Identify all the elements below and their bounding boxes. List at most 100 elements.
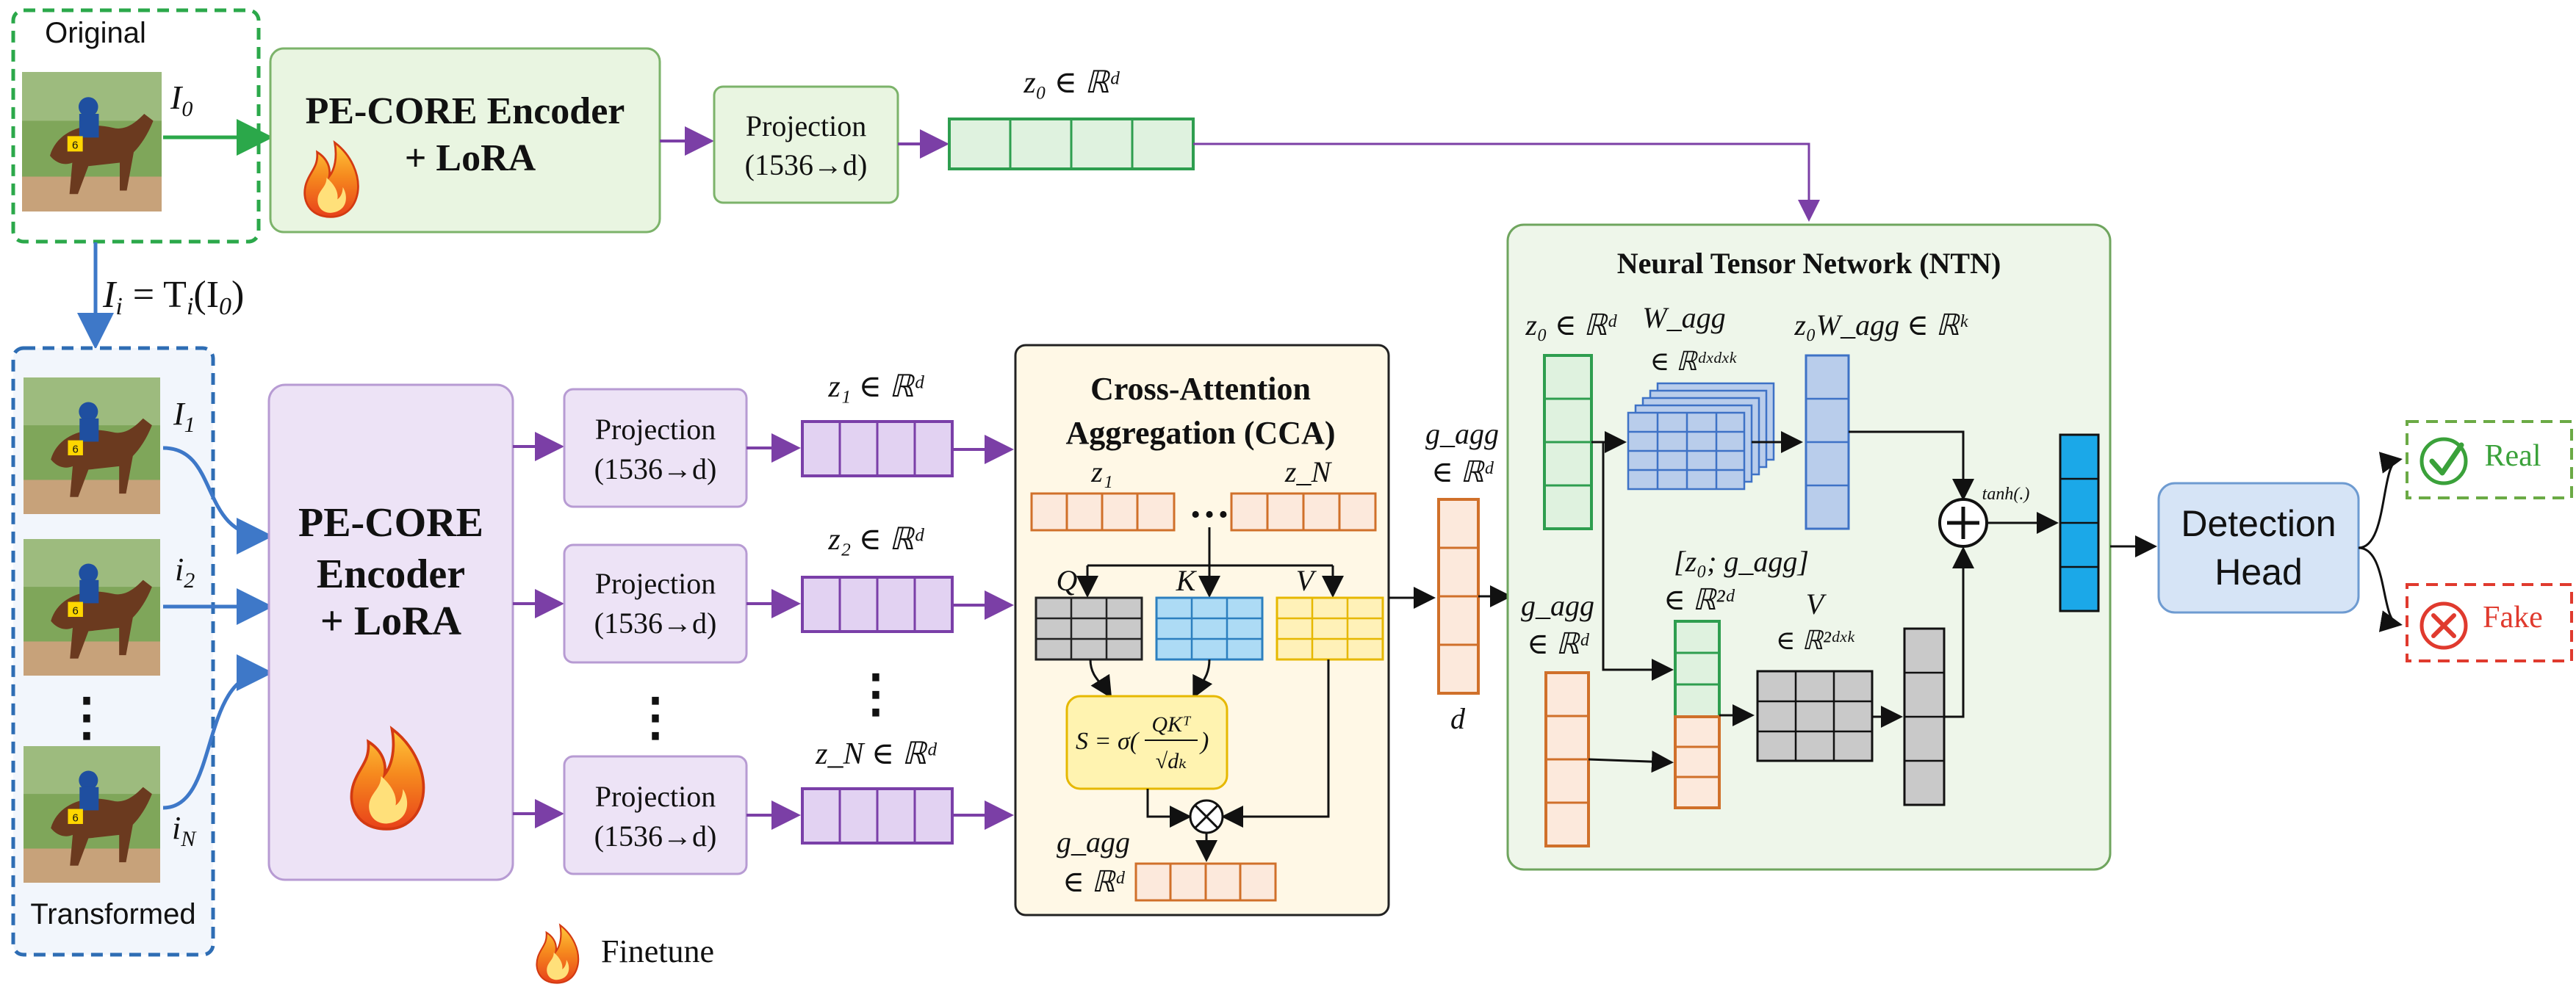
ntn-v-label: V xyxy=(1806,588,1827,621)
ntn-gagg-set: ∈ ℝᵈ xyxy=(1527,627,1589,660)
ntn-gagg-vector xyxy=(1544,671,1590,847)
main-encoder-line1: PE-CORE xyxy=(298,500,483,546)
arrow-detection-to-fake xyxy=(2358,546,2403,632)
z0w-vector xyxy=(1805,354,1850,530)
z1-label: z₁ ∈ ℝᵈ xyxy=(827,370,924,404)
top-encoder-subtitle: + LoRA xyxy=(405,137,536,179)
wagg-tensor xyxy=(1627,382,1775,491)
z2-vector xyxy=(801,576,954,633)
transformed-horse-image-1 xyxy=(24,377,160,514)
gagg-mid-set: ∈ ℝᵈ xyxy=(1431,455,1494,488)
ntn-z0-vector xyxy=(1543,354,1593,530)
z0-label: z₀ ∈ ℝᵈ xyxy=(1023,66,1120,100)
main-encoder-box xyxy=(267,383,514,881)
zN-label: z_N ∈ ℝᵈ xyxy=(815,737,938,771)
projection-1-box: Projection (1536→d) xyxy=(563,388,748,508)
v-matrix xyxy=(1276,596,1384,661)
projection-dots: ⋮ xyxy=(630,690,681,746)
cca-zN-label: z_N xyxy=(1284,455,1333,488)
q-matrix xyxy=(1035,596,1143,661)
real-label: Real xyxy=(2485,439,2541,473)
score-numerator: QKᵀ xyxy=(1151,712,1192,737)
wagg-label: W_agg xyxy=(1642,301,1725,334)
svg-text:iN: iN xyxy=(172,810,197,851)
cca-zN-vector xyxy=(1230,492,1377,532)
z2-label: z₂ ∈ ℝᵈ xyxy=(827,523,924,557)
svg-text:(1536→d): (1536→d) xyxy=(594,607,717,640)
v-label: V xyxy=(1296,564,1317,597)
iN-label: i xyxy=(172,810,181,846)
concat-set: ∈ ℝ²ᵈ xyxy=(1663,583,1735,616)
projection-top-box xyxy=(713,85,899,204)
detection-head-line2: Head xyxy=(2215,552,2303,593)
ntn-v-set: ∈ ℝ²ᵈˣᵏ xyxy=(1776,626,1855,655)
arrow-iN-to-encoder xyxy=(162,654,273,810)
ntn-v-matrix xyxy=(1756,670,1874,762)
arrow-q-to-score xyxy=(1089,659,1112,699)
k-label: K xyxy=(1176,564,1198,597)
gagg-mid-dim: d xyxy=(1450,702,1466,735)
svg-text:(1536→d): (1536→d) xyxy=(594,820,717,853)
cca-z1-label: z₁ xyxy=(1090,455,1112,488)
cca-dots: … xyxy=(1189,481,1230,527)
ntn-output-vector xyxy=(2059,433,2100,612)
i1-subscript: 1 xyxy=(184,413,195,437)
svg-text:(1536→d): (1536→d) xyxy=(594,452,717,485)
i2-label: i xyxy=(175,552,184,588)
z1-vector xyxy=(801,420,954,477)
score-close-paren: ) xyxy=(1199,728,1209,755)
concat-label: [z₀; g_agg] xyxy=(1674,545,1809,578)
arrow-detection-to-real xyxy=(2358,452,2403,549)
iN-subscript: N xyxy=(180,827,197,851)
legend-flame-icon xyxy=(536,924,580,984)
cca-title-line2: Aggregation (CCA) xyxy=(1065,415,1335,451)
zN-vector xyxy=(801,787,954,845)
gagg-mid-label: g_agg xyxy=(1425,417,1499,450)
tanh-label: tanh(.) xyxy=(1982,485,2030,504)
detection-head-line1: Detection xyxy=(2181,503,2336,544)
wagg-set: ∈ ℝᵈˣᵈˣᵏ xyxy=(1650,347,1738,376)
transformed-horse-image-n xyxy=(24,746,160,883)
cca-gagg-set: ∈ ℝᵈ xyxy=(1062,865,1125,898)
arrow-product-to-plus xyxy=(1944,546,1974,718)
svg-text:I0: I0 xyxy=(170,79,193,121)
cca-z1-vector xyxy=(1030,492,1176,532)
i0-subscript: 0 xyxy=(181,97,193,121)
ntn-z0-label: z₀ ∈ ℝᵈ xyxy=(1525,308,1617,341)
original-label: Original xyxy=(45,17,146,49)
transformed-horse-image-2 xyxy=(24,539,160,676)
arrow-gagg-to-concat xyxy=(1588,751,1674,773)
arrow-i1-to-encoder xyxy=(162,446,273,554)
projection-2-box: Projection (1536→d) xyxy=(563,543,748,664)
cca-gagg-vector xyxy=(1134,862,1277,902)
arrow-z0-to-ntn xyxy=(1193,142,1820,222)
i1-label: I xyxy=(173,396,186,432)
ntn-gagg-label: g_agg xyxy=(1521,589,1594,622)
z-dots: ⋮ xyxy=(850,666,902,723)
z0w-label: z₀W_agg ∈ ℝᵏ xyxy=(1794,308,1968,341)
finetune-legend-label: Finetune xyxy=(601,933,714,969)
main-encoder-line2: Encoder xyxy=(317,552,465,597)
arrow-score-to-multiply xyxy=(1146,789,1192,828)
svg-text:Projection: Projection xyxy=(595,780,716,813)
i0-label: I xyxy=(170,79,184,116)
concat-vector xyxy=(1674,620,1721,809)
projection-top-line2: (1536→d) xyxy=(745,148,868,181)
svg-text:I1: I1 xyxy=(173,396,195,437)
gagg-mid-vector xyxy=(1437,498,1480,695)
projection-top-line1: Projection xyxy=(746,109,866,142)
original-horse-image xyxy=(22,72,162,212)
ntn-title: Neural Tensor Network (NTN) xyxy=(1617,247,2001,280)
arrow-v-to-multiply xyxy=(1221,659,1330,828)
svg-text:Projection: Projection xyxy=(595,413,716,446)
arrow-z0-to-concat xyxy=(1591,441,1674,681)
svg-text:Projection: Projection xyxy=(595,567,716,600)
z0-vector xyxy=(948,118,1195,170)
cca-gagg-label: g_agg xyxy=(1057,825,1130,858)
q-label: Q xyxy=(1057,564,1078,597)
transform-equation: Ii= Ti(I0) xyxy=(102,274,244,320)
transformed-label: Transformed xyxy=(30,898,195,930)
svg-text:i2: i2 xyxy=(175,552,195,593)
score-formula: S = σ( xyxy=(1076,728,1140,755)
arrow-z0w-to-plus xyxy=(1849,430,1974,501)
